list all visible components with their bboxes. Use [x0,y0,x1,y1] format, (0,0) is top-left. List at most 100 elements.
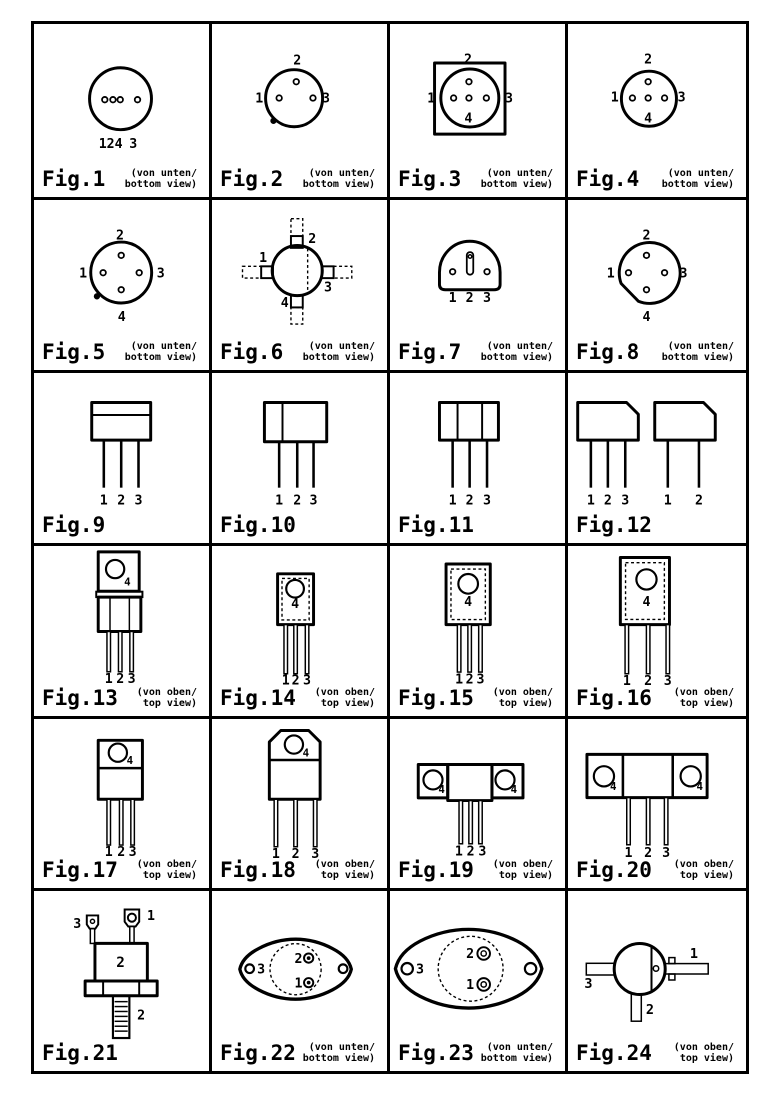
pin-hole [117,251,125,259]
pin-label: 2 [116,672,124,687]
terminal-lug [85,914,100,930]
fig20-drawing: 4 4 1 2 3 [585,752,709,861]
lead [106,798,112,846]
pin-label: 2 [644,674,652,689]
heatsink-dashed [450,568,487,621]
package-outline [89,240,154,305]
pin-label: 2 [117,494,125,509]
figure-cell-5: 1 2 3 4 Fig.5 (von unten/bottom view) [34,200,212,373]
pin-label: 3 [476,673,484,688]
lead [477,623,483,673]
view-line-1: (von unten/ [308,168,375,179]
pin-label: 2 [644,846,652,861]
pin-label: 1 [611,91,619,106]
view-line-2: top view) [679,1052,734,1064]
pin-hole [275,94,283,102]
lead [477,799,483,845]
pin-label: 1 [449,494,457,509]
view-line-1: (von unten/ [667,168,734,179]
pin-label: 1 [455,845,463,860]
pin-label: 3 [664,674,672,689]
pin-hole [449,94,458,102]
package-body [90,401,153,442]
package-outline [617,241,682,305]
terminal-lug [123,908,141,928]
fig5-drawing: 1 2 3 4 [79,228,165,325]
figure-label: Fig.16 [576,686,652,710]
lead-notch [668,973,676,981]
view-annotation: (von oben/top view) [674,859,734,881]
lead-dashed [290,306,304,325]
package-outline [612,942,667,996]
pin-label: 124 [99,137,123,152]
fig10-drawing: 1 2 3 [262,401,329,509]
pin-label: 3 [416,963,424,978]
index-hole [652,965,660,972]
package-outline [270,244,324,298]
lead-tab [320,265,335,280]
figure-cell-4: 1 2 3 4 Fig.4 (von unten/bottom view) [568,24,746,200]
pin-hole [465,94,473,102]
mounting-hole [107,742,129,763]
lead [273,798,279,848]
slot-hole [467,253,473,260]
pin-label: 3 [662,846,670,861]
pin-label: 4 [281,296,289,311]
mounting-hole [337,963,349,975]
package-outline [437,239,502,292]
lead [129,925,135,945]
figure-cell-20: 4 4 1 2 3 Fig.20 (von oben/top view) [568,719,746,891]
pin-label: 4 [642,595,650,610]
view-annotation: (von oben/top view) [493,859,553,881]
figure-cell-3: 1 2 3 4 Fig.3 (von unten/bottom view) [390,24,568,200]
pin-label: 3 [73,917,81,932]
figure-cell-14: 4 1 2 3 Fig.14 (von oben/top view) [212,546,390,719]
figure-label: Fig.6 [220,340,284,364]
figure-label: Fig.17 [42,858,118,882]
lead [645,623,651,675]
hex-nut [83,979,159,998]
figure-cell-11: 1 2 3 Fig.11 [390,373,568,546]
mounting-tab [96,550,141,593]
view-line-1: (von unten/ [308,1042,375,1053]
view-line-1: (von unten/ [130,341,197,352]
view-line-1: (von oben/ [673,1042,734,1053]
mounting-hole [635,568,658,591]
pin-hole [135,269,143,277]
figure-label: Fig.13 [42,686,118,710]
fig6-drawing: 1 2 3 4 [241,217,353,325]
figure-label: Fig.10 [220,513,296,537]
figure-label: Fig.2 [220,167,284,191]
figure-label: Fig.5 [42,340,106,364]
pin-label: 4 [464,595,472,610]
fig15-drawing: 4 1 2 3 [444,562,492,688]
pin-label: 4 [438,783,445,796]
pin-label: 2 [292,674,300,689]
lead [663,796,669,846]
pin-label: 3 [129,137,137,152]
lead [89,927,96,945]
package-body [618,556,671,627]
view-annotation: (von unten/bottom view) [481,1042,553,1064]
figure-label: Fig.14 [220,686,296,710]
pin-label: 3 [680,267,688,282]
pin-hole [116,96,124,104]
pin-label: 1 [690,946,698,962]
pin-label: 2 [117,845,125,860]
pin-label: 1 [147,909,155,924]
pin-label: 2 [642,228,650,243]
mounting-hole [523,961,538,976]
pin-label: 1 [282,674,290,689]
view-annotation: (von unten/bottom view) [125,341,197,363]
lead [624,623,630,675]
package-body [446,763,494,803]
figure-cell-24: 3 1 2 Fig.24 (von oben/top view) [568,891,746,1071]
pin-label: 1 [625,846,633,861]
view-annotation: (von unten/bottom view) [303,1042,375,1064]
view-line-1: (von unten/ [486,168,553,179]
view-line-2: top view) [320,869,375,881]
pin-label: 1 [623,674,631,689]
view-line-2: top view) [679,869,734,881]
lead [118,798,124,846]
figure-cell-1: 124 3 Fig.1 (von unten/bottom view) [34,24,212,200]
